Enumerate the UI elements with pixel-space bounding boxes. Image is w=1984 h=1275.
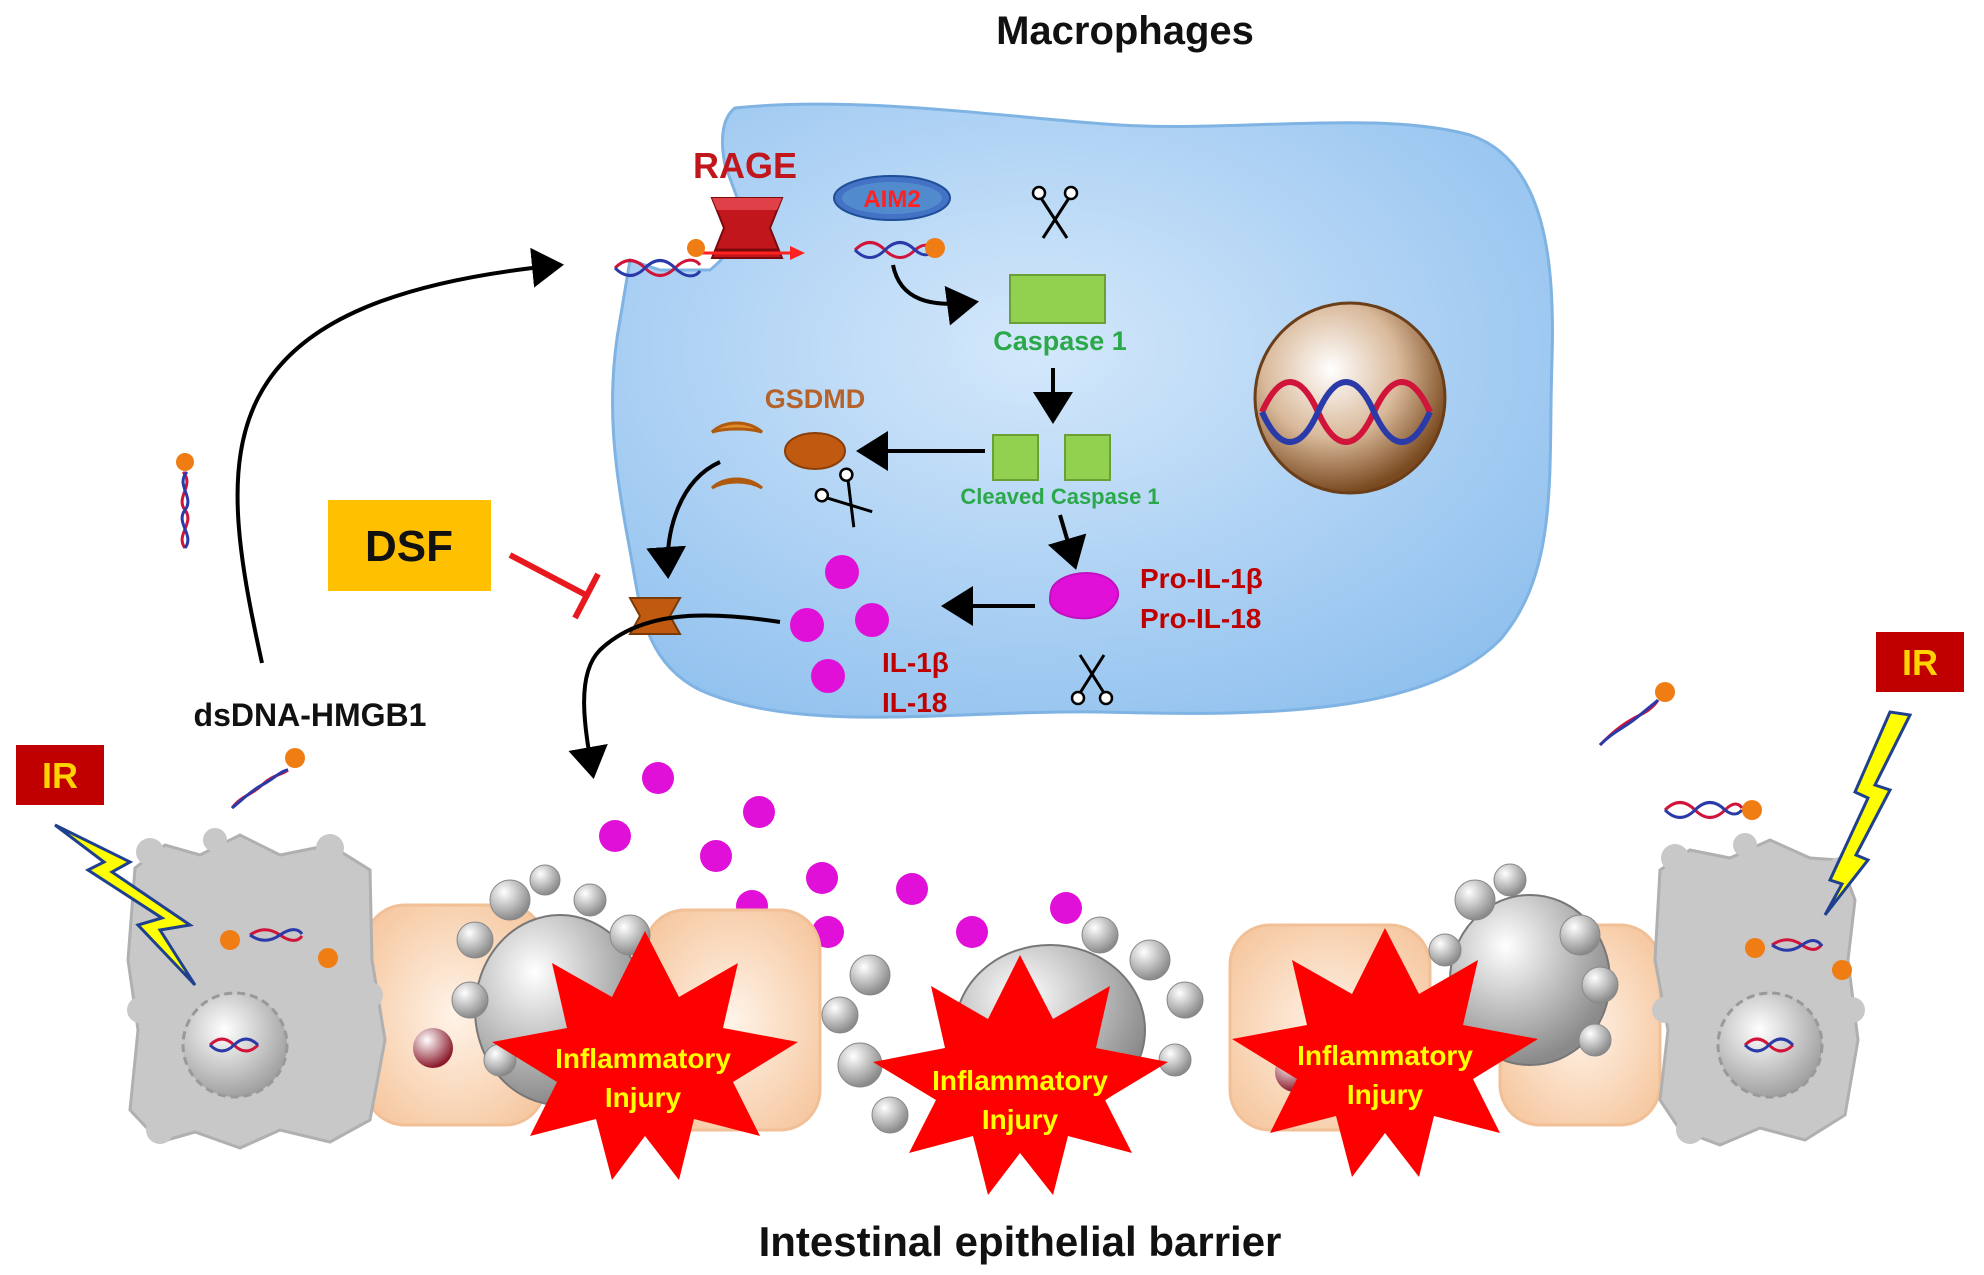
ir-box-left <box>16 745 104 805</box>
rage-receptor-icon <box>700 197 805 260</box>
irradiated-cell-left <box>126 828 387 1150</box>
scissors-icon <box>814 467 873 528</box>
label-il18: IL-18 <box>882 687 947 718</box>
nuclear-dna-icon <box>1259 379 1433 445</box>
floating-dsdna-complex <box>230 748 305 810</box>
arrow-gsdmd-to-pore <box>646 460 721 579</box>
irradiated-cell-right <box>1652 833 1865 1147</box>
cleaved-caspase1-left <box>992 434 1039 481</box>
label-caspase1: Caspase 1 <box>993 326 1127 356</box>
dsdna-hmgb1-complex-icon <box>613 239 705 278</box>
label-il1b: IL-1β <box>882 647 949 678</box>
arrow-cleaved-to-proil <box>1047 514 1087 570</box>
pro-il-blob <box>1048 572 1120 620</box>
injury-label-line1: Inflammatory <box>555 1043 731 1074</box>
injury-label-line2: Injury <box>1347 1079 1424 1110</box>
injury-starburst <box>873 955 1168 1195</box>
label-cleaved-caspase1: Cleaved Caspase 1 <box>960 484 1159 509</box>
scissors-icon <box>1070 654 1114 706</box>
injury-label-line1: Inflammatory <box>932 1065 1108 1096</box>
label-pro-il1b: Pro-IL-1β <box>1140 563 1263 594</box>
floating-dsdna-complex <box>1663 800 1762 820</box>
gsdmd-fragments-icon <box>710 421 763 490</box>
aim2-dsdna-icon <box>853 238 945 259</box>
arrow-dsdna-to-rage <box>235 247 564 664</box>
injury-starburst <box>492 931 798 1180</box>
ir-label-right: IR <box>1902 642 1938 683</box>
ir-label-left: IR <box>42 755 78 796</box>
dsf-box <box>328 500 491 591</box>
label-gsdmd: GSDMD <box>765 384 866 414</box>
injury-label-line1: Inflammatory <box>1297 1040 1473 1071</box>
label-pro-il18: Pro-IL-18 <box>1140 603 1261 634</box>
scissors-icon <box>1031 185 1079 239</box>
injury-label-line2: Injury <box>982 1104 1059 1135</box>
floating-dsdna-complex <box>176 453 194 549</box>
title-macrophages: Macrophages <box>996 9 1254 53</box>
floating-dsdna-complex <box>1598 682 1675 747</box>
lightning-icon <box>54 823 197 987</box>
damaged-cell <box>1428 863 1619 1066</box>
cleaved-caspase1-right <box>1064 434 1111 481</box>
label-dsdna-hmgb1: dsDNA-HMGB1 <box>194 697 427 733</box>
injury-starburst <box>1232 928 1538 1177</box>
inhibition-arrow <box>508 552 601 620</box>
injury-label-line2: Injury <box>605 1082 682 1113</box>
macrophage-nucleus <box>1253 301 1447 495</box>
caspase1-block <box>1009 274 1106 324</box>
lightning-icon <box>1823 710 1913 916</box>
ir-box-right <box>1876 632 1964 692</box>
released-cytokines <box>599 762 1082 948</box>
arrow-aim2-to-caspase1 <box>891 264 979 326</box>
label-dsf: DSF <box>365 522 453 571</box>
label-rage: RAGE <box>693 145 797 186</box>
footer-label: Intestinal epithelial barrier <box>759 1218 1282 1265</box>
gsdmd-icon <box>784 432 846 470</box>
cytokine-cluster <box>790 555 889 693</box>
label-aim2: AIM2 <box>863 186 920 213</box>
arrow-cytokine-release <box>568 613 781 779</box>
